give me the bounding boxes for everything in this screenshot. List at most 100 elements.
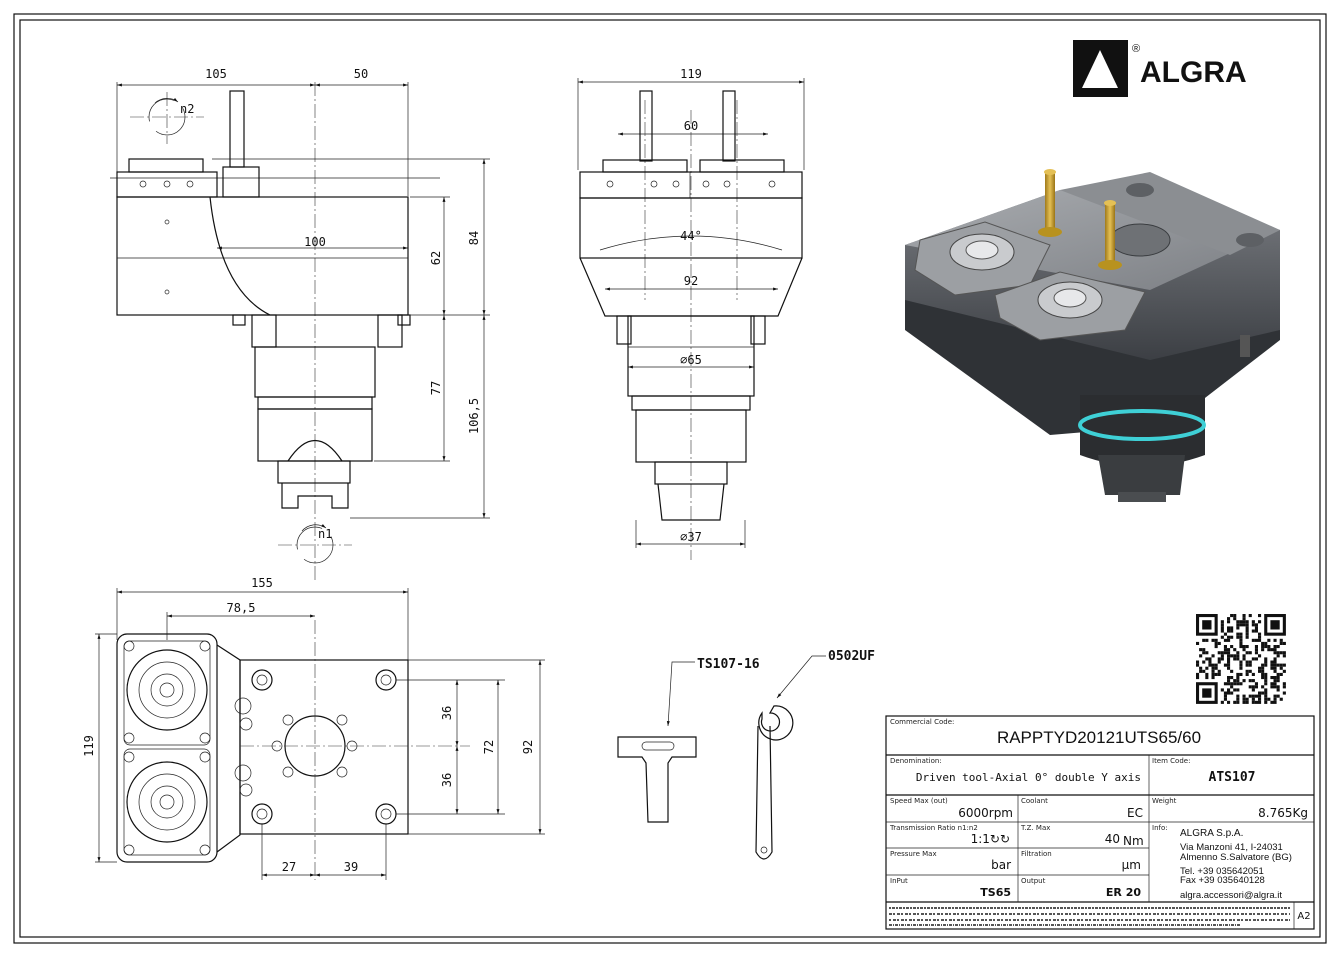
qr-module — [1217, 657, 1221, 661]
qr-module — [1205, 657, 1209, 661]
qr-module — [1223, 651, 1227, 655]
qr-module — [1279, 638, 1283, 642]
qr-module — [1245, 632, 1249, 636]
hook-wrench-head — [758, 705, 794, 741]
qr-module — [1276, 685, 1280, 689]
qr-module — [1261, 676, 1265, 680]
top-view: 155 78,5 119 — [82, 576, 545, 880]
qr-module — [1205, 638, 1209, 642]
qr-module — [1282, 669, 1286, 673]
qr-module — [1270, 666, 1274, 670]
qr-module — [1270, 663, 1274, 667]
dim-36-b: 36 — [440, 773, 454, 787]
qr-module — [1227, 651, 1231, 655]
speed-value: 6000rpm — [958, 806, 1013, 820]
qr-module — [1245, 623, 1249, 627]
qr-module — [1220, 700, 1224, 704]
qr-module — [1282, 641, 1286, 645]
qr-module — [1196, 676, 1200, 680]
qr-module — [1236, 694, 1240, 698]
commercial-code-label: Commercial Code: — [890, 718, 954, 726]
qr-module — [1242, 617, 1246, 621]
qr-module — [1273, 660, 1277, 664]
phone: Tel. +39 035642051 — [1180, 866, 1264, 877]
qr-module — [1208, 660, 1212, 664]
qr-module — [1251, 679, 1255, 683]
qr-module — [1220, 651, 1224, 655]
output-label: Output — [1021, 877, 1046, 885]
qr-module — [1270, 648, 1274, 652]
qr-module — [1273, 676, 1277, 680]
qr-module — [1273, 648, 1277, 652]
qr-module — [1276, 672, 1280, 676]
qr-module — [1264, 660, 1268, 664]
qr-module — [1279, 672, 1283, 676]
qr-module — [1267, 697, 1271, 701]
qr-module — [1239, 660, 1243, 664]
dim-92-side: 92 — [684, 274, 698, 288]
qr-module — [1279, 666, 1283, 670]
qr-module — [1202, 669, 1206, 673]
qr-module — [1254, 657, 1258, 661]
qr-module — [1223, 694, 1227, 698]
qr-module — [1233, 700, 1237, 704]
qr-module — [1270, 685, 1274, 689]
qr-module — [1258, 694, 1262, 698]
qr-module — [1239, 663, 1243, 667]
qr-module — [1254, 700, 1258, 704]
qr-module — [1273, 682, 1277, 686]
qr-module — [1245, 663, 1249, 667]
qr-module — [1223, 648, 1227, 652]
qr-module — [1258, 697, 1262, 701]
qr-module — [1239, 645, 1243, 649]
qr-module — [1273, 694, 1277, 698]
qr-module — [1282, 685, 1286, 689]
qr-module — [1245, 672, 1249, 676]
qr-module — [1220, 629, 1224, 633]
qr-module — [1264, 688, 1268, 692]
qr-module — [1254, 648, 1258, 652]
registered-mark: ® — [1132, 43, 1140, 55]
qr-module — [1214, 663, 1218, 667]
qr-module — [1211, 672, 1215, 676]
qr-module — [1233, 688, 1237, 692]
qr-module — [1261, 663, 1265, 667]
qr-module — [1279, 651, 1283, 655]
qr-module — [1227, 626, 1231, 630]
qr-module — [1267, 638, 1271, 642]
qr-module — [1245, 700, 1249, 704]
qr-module — [1239, 641, 1243, 645]
qr-module — [1220, 623, 1224, 627]
qr-module — [1230, 654, 1234, 658]
qr-module — [1242, 620, 1246, 624]
qr-module — [1264, 691, 1268, 695]
qr-module — [1227, 648, 1231, 652]
qr-module — [1254, 626, 1258, 630]
qr-module — [1276, 694, 1280, 698]
qr-module — [1199, 648, 1203, 652]
qr-module — [1251, 657, 1255, 661]
qr-module — [1254, 623, 1258, 627]
qr-module — [1248, 614, 1252, 618]
qr-module — [1239, 666, 1243, 670]
qr-module — [1220, 654, 1224, 658]
qr-module — [1245, 669, 1249, 673]
address-line-1: Via Manzoni 41, I-24031 — [1180, 842, 1283, 853]
speed-label: Speed Max (out) — [890, 797, 948, 805]
qr-module — [1258, 638, 1262, 642]
qr-module — [1282, 651, 1286, 655]
qr-module — [1236, 672, 1240, 676]
qr-module — [1227, 682, 1231, 686]
dim-92-top: 92 — [521, 740, 535, 754]
qr-module — [1227, 654, 1231, 658]
qr-module — [1258, 614, 1262, 618]
ratio-value: 1:1↻↻ — [971, 832, 1010, 846]
qr-module — [1223, 645, 1227, 649]
qr-module — [1245, 645, 1249, 649]
qr-module — [1239, 638, 1243, 642]
qr-module — [1230, 676, 1234, 680]
dim-100: 100 — [304, 235, 326, 249]
qr-module — [1236, 657, 1240, 661]
qr-module — [1236, 688, 1240, 692]
qr-module — [1223, 682, 1227, 686]
